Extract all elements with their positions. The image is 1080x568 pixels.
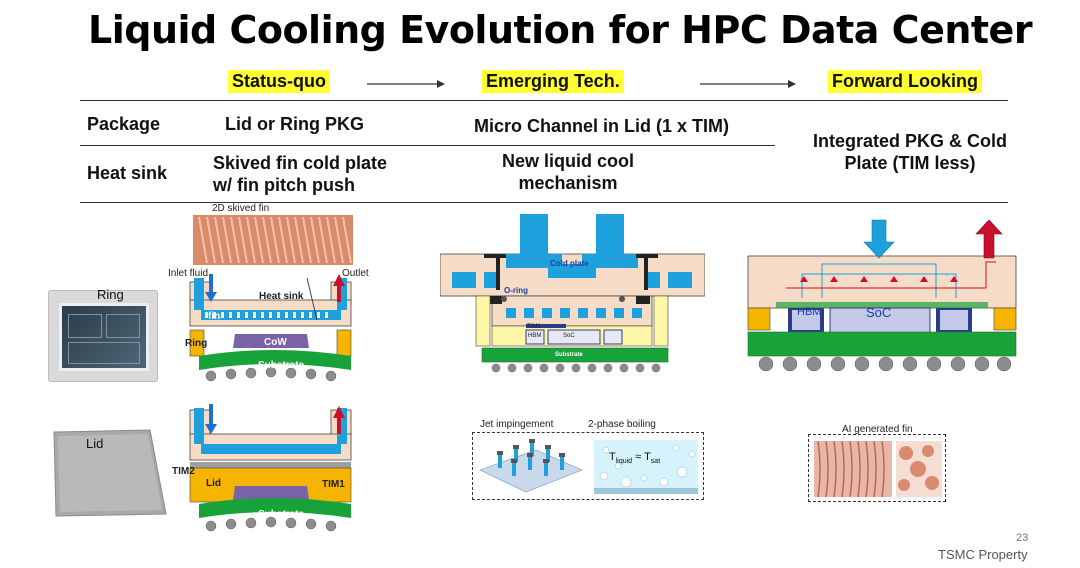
lid-photo-label: Lid (86, 436, 103, 451)
column-header-emerging: Emerging Tech. (482, 70, 624, 93)
forward-looking-text: Integrated PKG & Cold Plate (TIM less) (800, 130, 1020, 174)
package-emerging: Micro Channel in Lid (1 x TIM) (474, 115, 729, 137)
slide-title: Liquid Cooling Evolution for HPC Data Ce… (88, 8, 1032, 52)
tim1-label-micro: TIM1 (527, 324, 541, 330)
arrow-right-icon (365, 76, 447, 92)
soc-label-micro: SoC (563, 333, 575, 339)
hbm-label-micro: HBM (528, 333, 541, 339)
table-rule-middle (80, 145, 775, 146)
substrate-label-lid: Substrate (258, 509, 304, 520)
column-header-status-quo: Status-quo (228, 70, 330, 93)
arrow-right-icon (698, 76, 798, 92)
cold-plate-label: Cold plate (550, 259, 589, 268)
page-number: 23 (1016, 532, 1028, 544)
lid-label: Lid (206, 478, 221, 489)
o-ring-label: O-ring (504, 286, 528, 295)
column-header-forward: Forward Looking (828, 70, 982, 93)
tim1-label: TIM1 (322, 479, 345, 490)
ai-fin-image-left (814, 441, 892, 497)
fin-label: fin (208, 311, 220, 322)
two-phase-boiling-image (592, 436, 700, 496)
jet-impingement-label: Jet impingement (480, 419, 553, 430)
table-rule-top (80, 100, 1008, 101)
soc-label: SoC (866, 305, 891, 320)
skived-fin-label: 2D skived fin (212, 203, 269, 214)
ring-cold-plate-diagram (185, 270, 370, 390)
ring-chip (59, 303, 149, 371)
skived-fin-image (193, 215, 353, 265)
row-label-package: Package (87, 114, 160, 135)
hbm-label: HBM (797, 306, 821, 318)
package-status-quo: Lid or Ring PKG (225, 113, 364, 135)
substrate-label-micro: Substrate (555, 352, 583, 358)
ring-label: Ring (185, 338, 207, 349)
heatsink-emerging: New liquid cool mechanism (478, 150, 658, 194)
heatsink-status-quo: Skived fin cold plate w/ fin pitch push (213, 152, 387, 196)
integrated-pkg-diagram (746, 218, 1018, 378)
ai-fin-image-right (896, 441, 942, 497)
footer-text: TSMC Property (938, 547, 1028, 562)
row-label-heatsink: Heat sink (87, 163, 167, 184)
jet-impingement-image (476, 436, 586, 496)
lid-package-photo (50, 428, 168, 520)
substrate-label: Substrate (258, 360, 304, 371)
tim2-label: TIM2 (172, 466, 195, 477)
ring-package-photo: Ring (48, 290, 158, 382)
two-phase-boiling-label: 2-phase boiling (588, 419, 656, 430)
heat-sink-label: Heat sink (259, 291, 303, 302)
ring-photo-label: Ring (97, 287, 124, 302)
temperature-relation: Tliquid ≈ Tsat (609, 451, 660, 465)
cow-label: CoW (264, 337, 287, 348)
